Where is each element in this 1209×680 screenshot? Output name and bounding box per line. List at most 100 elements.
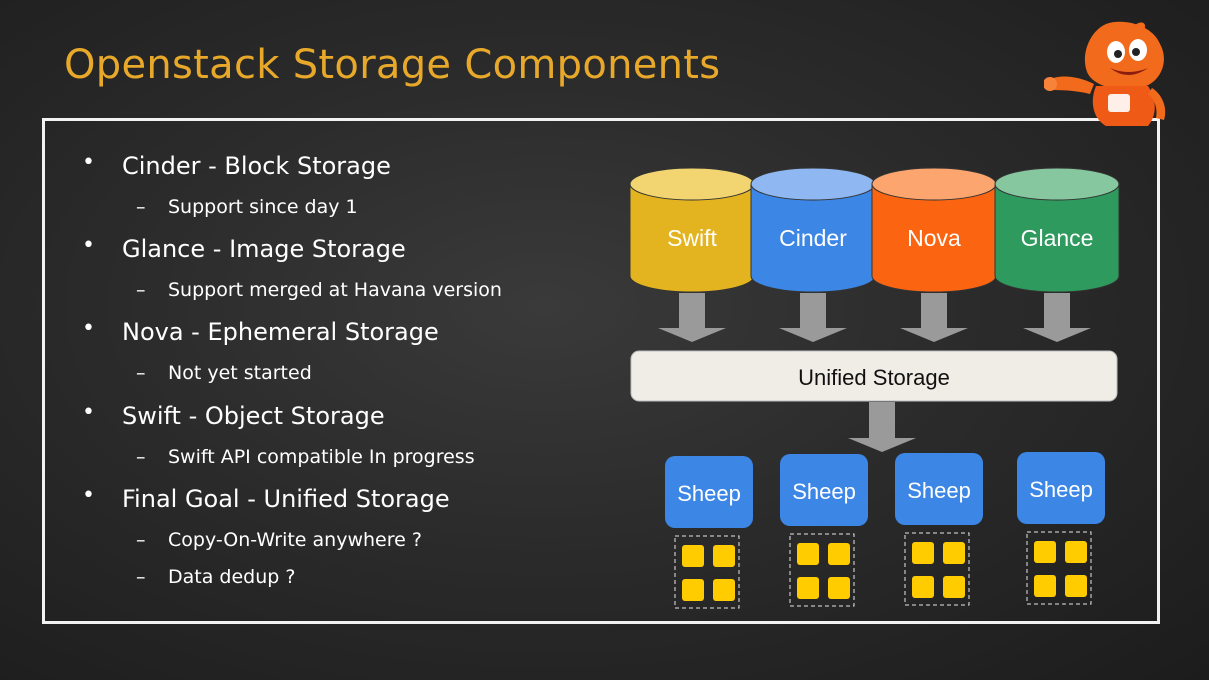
flow-arrows bbox=[658, 293, 1091, 452]
sub-bullet-item: –Not yet started bbox=[136, 362, 312, 384]
taobao-mascot-icon bbox=[1044, 21, 1166, 126]
sheep-node: Sheep bbox=[1017, 452, 1105, 524]
dash-icon: – bbox=[136, 529, 146, 551]
disk-group-border bbox=[674, 535, 740, 609]
cylinder-top bbox=[629, 167, 755, 201]
sheep-node-box bbox=[895, 453, 983, 525]
cylinder-body bbox=[629, 183, 755, 293]
sheep-node: Sheep bbox=[895, 453, 983, 525]
sheep-node-label: Sheep bbox=[792, 479, 856, 504]
cylinder-swift: Swift bbox=[629, 167, 755, 293]
cylinder-cinder: Cinder bbox=[750, 167, 876, 293]
unified-storage-label: Unified Storage bbox=[798, 365, 950, 390]
cylinder-label: Cinder bbox=[779, 225, 847, 251]
disk-icon bbox=[912, 576, 934, 598]
sub-bullet-text: Data dedup ? bbox=[168, 566, 296, 588]
mascot-body bbox=[1044, 21, 1166, 126]
sheep-node-label: Sheep bbox=[1029, 477, 1093, 502]
disk-icon bbox=[1034, 541, 1056, 563]
sheep-node-label: Sheep bbox=[907, 478, 971, 503]
cylinder-body bbox=[750, 183, 876, 293]
cylinder-label: Glance bbox=[1021, 225, 1094, 251]
sub-bullet-text: Copy-On-Write anywhere ? bbox=[168, 529, 422, 551]
slide-title: Openstack Storage Components bbox=[64, 42, 721, 88]
down-arrow-icon bbox=[848, 402, 916, 452]
disk-group-border bbox=[904, 532, 970, 606]
bullet-dot-icon: • bbox=[82, 400, 95, 425]
cylinder-label: Swift bbox=[667, 225, 717, 251]
disk-icon bbox=[713, 579, 735, 601]
bullet-text: Nova - Ephemeral Storage bbox=[122, 318, 439, 346]
sheep-node-label: Sheep bbox=[677, 481, 741, 506]
down-arrow-icon bbox=[900, 293, 968, 342]
sub-bullet-text: Swift API compatible In progress bbox=[168, 446, 475, 468]
disk-icon bbox=[682, 545, 704, 567]
disk-icon bbox=[828, 543, 850, 565]
bullet-dot-icon: • bbox=[82, 483, 95, 508]
bullet-dot-icon: • bbox=[82, 150, 95, 175]
bullet-dot-icon: • bbox=[82, 233, 95, 258]
down-arrow-icon bbox=[1023, 293, 1091, 342]
sub-bullet-item: –Copy-On-Write anywhere ? bbox=[136, 529, 422, 551]
sub-bullet-text: Not yet started bbox=[168, 362, 312, 384]
disk-icon bbox=[713, 545, 735, 567]
disk-group bbox=[1026, 531, 1092, 605]
sub-bullet-text: Support merged at Havana version bbox=[168, 279, 502, 301]
bullet-item: • Swift - Object Storage bbox=[82, 400, 385, 430]
disk-icon bbox=[828, 577, 850, 599]
disk-group bbox=[789, 533, 855, 607]
sub-bullet-item: –Support since day 1 bbox=[136, 196, 358, 218]
sheep-node-box bbox=[1017, 452, 1105, 524]
cylinder-body bbox=[871, 183, 997, 293]
bullet-text: Final Goal - Unified Storage bbox=[122, 485, 450, 513]
cylinder-nova: Nova bbox=[871, 167, 997, 293]
down-arrow-icon bbox=[779, 293, 847, 342]
dash-icon: – bbox=[136, 362, 146, 384]
disk-icon bbox=[912, 542, 934, 564]
sub-bullet-item: –Data dedup ? bbox=[136, 566, 296, 588]
bullet-dot-icon: • bbox=[82, 316, 95, 341]
sub-bullet-item: –Support merged at Havana version bbox=[136, 279, 502, 301]
disk-icon bbox=[943, 542, 965, 564]
down-arrow-icon bbox=[658, 293, 726, 342]
cylinder-glance: Glance bbox=[994, 167, 1120, 293]
bullet-item: • Nova - Ephemeral Storage bbox=[82, 316, 439, 346]
bullet-text: Cinder - Block Storage bbox=[122, 152, 391, 180]
sheep-node-box bbox=[780, 454, 868, 526]
sheep-node: Sheep bbox=[665, 456, 753, 528]
sub-bullet-text: Support since day 1 bbox=[168, 196, 358, 218]
sheep-node: Sheep bbox=[780, 454, 868, 526]
unified-storage-box: Unified Storage bbox=[630, 350, 1118, 402]
dash-icon: – bbox=[136, 566, 146, 588]
bullet-item: • Cinder - Block Storage bbox=[82, 150, 391, 180]
disk-icon bbox=[1065, 575, 1087, 597]
bullet-item: • Final Goal - Unified Storage bbox=[82, 483, 450, 513]
disk-icon bbox=[1065, 541, 1087, 563]
disk-icon bbox=[1034, 575, 1056, 597]
sheep-node-box bbox=[665, 456, 753, 528]
sub-bullet-item: –Swift API compatible In progress bbox=[136, 446, 475, 468]
disk-group-border bbox=[789, 533, 855, 607]
disk-group bbox=[674, 535, 740, 609]
disk-icon bbox=[682, 579, 704, 601]
disk-icon bbox=[797, 577, 819, 599]
dash-icon: – bbox=[136, 196, 146, 218]
bullet-text: Glance - Image Storage bbox=[122, 235, 406, 263]
disk-icon bbox=[943, 576, 965, 598]
unified-storage-rect bbox=[630, 350, 1118, 402]
sheep-nodes: Sheep Sheep Sheep Sheep bbox=[665, 452, 1105, 609]
dash-icon: – bbox=[136, 446, 146, 468]
content-frame bbox=[42, 118, 1160, 624]
disk-icon bbox=[797, 543, 819, 565]
cylinder-label: Nova bbox=[907, 225, 961, 251]
bullet-text: Swift - Object Storage bbox=[122, 402, 385, 430]
cylinder-body bbox=[994, 183, 1120, 293]
disk-group-border bbox=[1026, 531, 1092, 605]
cylinder-top bbox=[994, 167, 1120, 201]
dash-icon: – bbox=[136, 279, 146, 301]
cylinder-top bbox=[871, 167, 997, 201]
component-cylinders: Swift Cinder Nova Glance bbox=[629, 167, 1120, 293]
cylinder-top bbox=[750, 167, 876, 201]
disk-group bbox=[904, 532, 970, 606]
